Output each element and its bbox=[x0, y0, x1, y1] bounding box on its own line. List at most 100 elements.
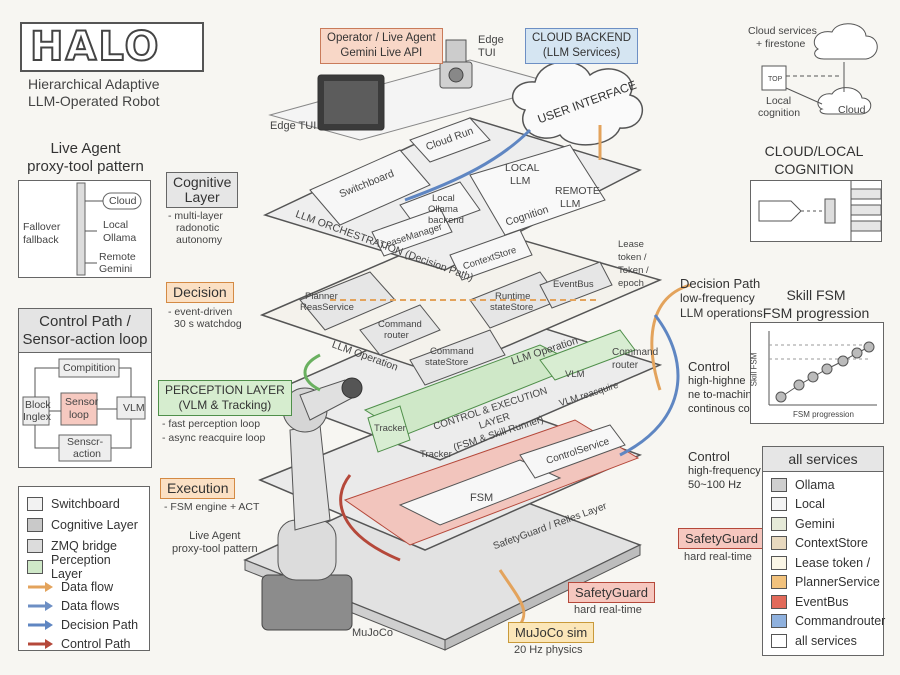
operator-tag: Operator / Live Agent Gemini Live API bbox=[320, 28, 443, 64]
cloud-services-l1: Cloud services bbox=[748, 25, 817, 37]
decision-path-note: Decision Path low-frequency LLM operatio… bbox=[680, 276, 763, 321]
control-panel: Compitition Block Inglex Sensor loop VLM… bbox=[18, 352, 152, 468]
local-ollama-l1: Local bbox=[432, 193, 455, 204]
local-cognition-l2: cognition bbox=[758, 107, 801, 119]
legend-arrow-item: Control Path bbox=[27, 634, 141, 653]
control1-l4: continous con bbox=[688, 403, 756, 415]
service-swatch bbox=[771, 555, 787, 570]
runtime-l2: stateStore bbox=[490, 302, 534, 313]
cmd-router-note-l2: router bbox=[612, 360, 639, 371]
fsm-state-2 bbox=[793, 379, 805, 391]
mujoco-sim-note: 20 Hz physics bbox=[514, 644, 583, 656]
proxy-title-l2: proxy-tool pattern bbox=[27, 158, 144, 175]
fsm-label: FSM bbox=[470, 492, 494, 504]
decision-path-l1: Decision Path bbox=[680, 276, 761, 291]
fsm-box bbox=[398, 459, 562, 526]
fsm-state-7 bbox=[863, 341, 875, 353]
control-loop-diagram bbox=[22, 358, 146, 462]
service-item: PlannerService bbox=[771, 573, 880, 593]
service-label: EventBus bbox=[795, 594, 849, 609]
legend-arrow-label: Control Path bbox=[61, 636, 131, 651]
camera-lens bbox=[448, 67, 464, 83]
control-panel-header: Control Path / Sensor-action loop bbox=[18, 308, 152, 354]
flow-orange-down bbox=[498, 569, 526, 626]
local-llm-box bbox=[469, 144, 606, 236]
edge-tui-screen bbox=[324, 81, 378, 124]
block-l2: Inglex bbox=[23, 411, 52, 423]
lease-l2: token / bbox=[618, 252, 647, 263]
fsm-ylabel: Skill FSM bbox=[749, 352, 759, 387]
local-ollama-l2: Ollama bbox=[428, 204, 459, 215]
service-swatch bbox=[771, 516, 787, 531]
cloud-backend-l1: CLOUD BACKEND bbox=[532, 32, 632, 44]
service-label: all services bbox=[795, 633, 857, 648]
cloud-local-link-3 bbox=[785, 87, 823, 105]
failover-bar-1 bbox=[850, 188, 882, 200]
fsm-state-1 bbox=[775, 391, 787, 403]
cognitive-layer-tag: Cognitive Layer bbox=[166, 172, 239, 208]
remote-llm-l1: REMOTE bbox=[555, 185, 600, 197]
cognitive-tag-l1: Cognitive bbox=[173, 174, 232, 190]
proxy-local-l2: Ollama bbox=[103, 232, 137, 244]
safety-guard-note-2: hard real-time bbox=[574, 604, 642, 616]
operator-l1: Operator / Live Agent bbox=[327, 32, 436, 44]
service-item: Commandrouter bbox=[771, 612, 885, 632]
control-title-l2: Sensor-action loop bbox=[22, 331, 148, 348]
cmd-router-note-l1: Command bbox=[612, 347, 659, 358]
fsm-state-3 bbox=[807, 371, 819, 383]
service-label: PlannerService bbox=[795, 575, 880, 590]
sensor-action-box bbox=[58, 434, 112, 462]
flow-blue-1 bbox=[404, 128, 532, 202]
block-l1: Block bbox=[25, 399, 51, 411]
legend-arrow-item: Data flow bbox=[27, 577, 141, 596]
sensor-l2: loop bbox=[69, 409, 89, 421]
fsm-state-5 bbox=[837, 355, 849, 367]
fsm-state-4 bbox=[821, 363, 833, 375]
local-llm-l2: LLM bbox=[510, 175, 531, 187]
flow-blue-right bbox=[619, 314, 680, 457]
service-item: EventBus bbox=[771, 592, 875, 612]
proxy-fallback: fallback bbox=[23, 234, 59, 246]
service-swatch bbox=[771, 614, 787, 629]
legend-label: Cognitive Layer bbox=[51, 517, 138, 532]
cloud-backend-l2: (LLM Services) bbox=[542, 47, 621, 59]
legend-swatch bbox=[27, 496, 43, 511]
legend-arrow-label: Data flows bbox=[61, 598, 120, 613]
command-router-stack-l2: router bbox=[384, 330, 409, 341]
control1-note: Control high-highne ne to-machine contin… bbox=[688, 360, 758, 416]
control2-l2: high-frequency bbox=[688, 465, 761, 477]
base-plate-side2 bbox=[444, 544, 641, 651]
legend-swatch bbox=[27, 538, 43, 553]
eventbus-box bbox=[539, 261, 613, 309]
cloud-services-l2: + firestone bbox=[756, 38, 806, 50]
control1-l3: ne to-machine bbox=[688, 389, 758, 401]
vlm-label: VLM bbox=[123, 402, 145, 414]
lease-manager-box bbox=[371, 207, 453, 257]
command-store-l2: stateStore bbox=[425, 357, 469, 368]
legend-label: Perception Layer bbox=[51, 552, 111, 581]
skill-fsm-l1: Skill FSM bbox=[786, 287, 846, 303]
planner-l2: ReasService bbox=[300, 302, 354, 313]
command-router-note: Command router bbox=[612, 346, 658, 372]
command-router-stack-l1: Command bbox=[378, 319, 422, 330]
legend-arrow-label: Data flow bbox=[61, 579, 114, 594]
edge-tui-top-l2: TUI bbox=[478, 47, 496, 59]
command-router-box bbox=[359, 304, 441, 356]
page-title: HALO bbox=[29, 23, 161, 71]
proxy-panel-diagram bbox=[76, 182, 142, 276]
fsm-xlabel: FSM progression bbox=[793, 410, 854, 419]
tracker-label-2: Tracker bbox=[420, 449, 452, 460]
legend-swatch bbox=[27, 559, 43, 574]
service-swatch bbox=[771, 575, 787, 590]
legend-arrow-label: Decision Path bbox=[61, 617, 139, 632]
cloud-cloud-shape bbox=[817, 87, 872, 115]
service-swatch bbox=[771, 633, 787, 648]
perception-layer-tag: PERCEPTION LAYER (VLM & Tracking) bbox=[158, 380, 292, 416]
service-label: Commandrouter bbox=[795, 614, 886, 629]
legend-item: ZMQ bridge bbox=[27, 535, 141, 556]
service-label: Ollama bbox=[795, 477, 835, 492]
safety-guard-note-1: hard real-time bbox=[684, 551, 752, 563]
skill-fsm-l2: FSM progression bbox=[762, 305, 870, 321]
